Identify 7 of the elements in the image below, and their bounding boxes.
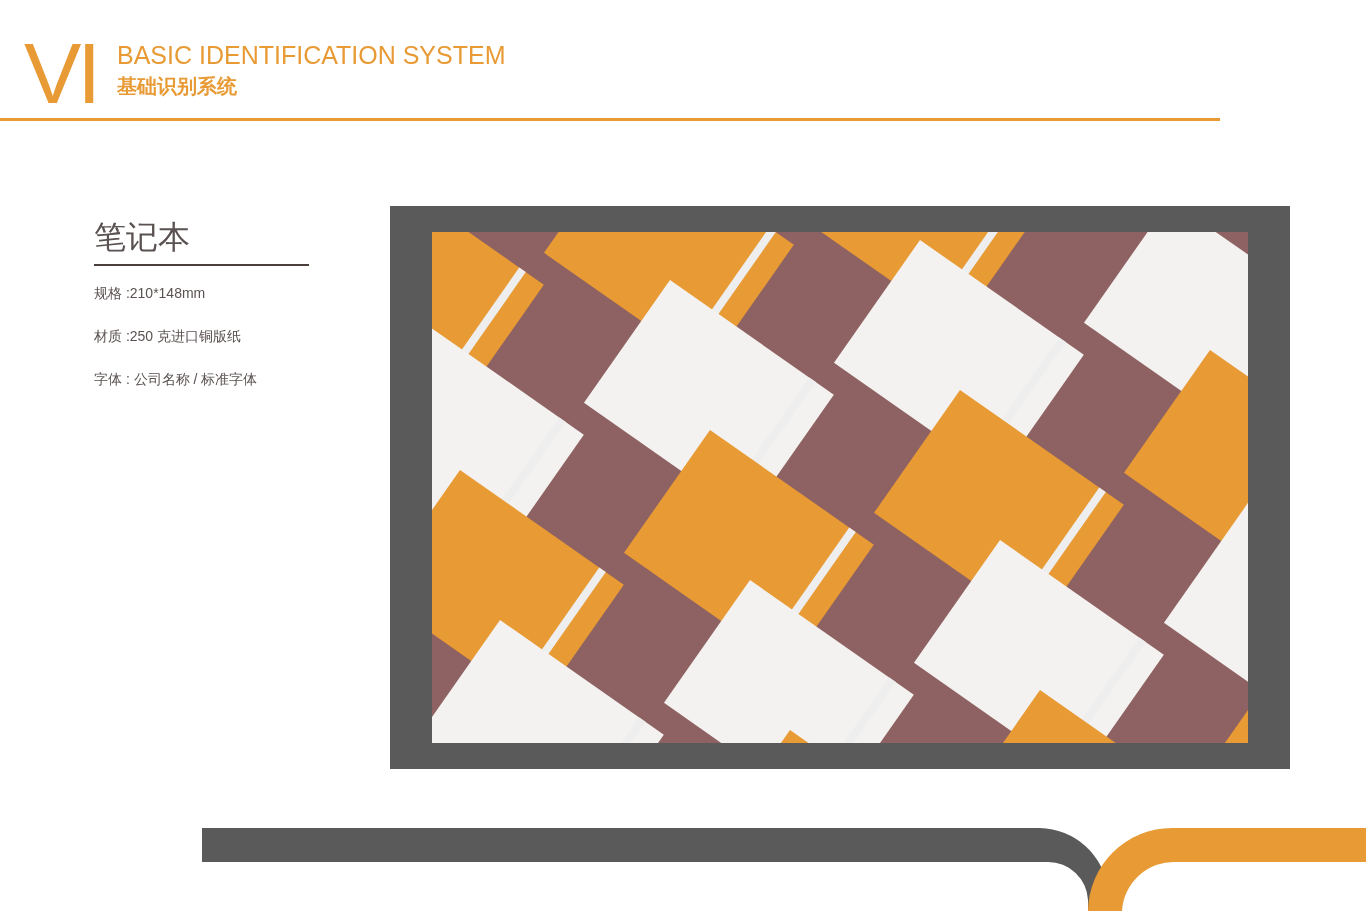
- header-title: BASIC IDENTIFICATION SYSTEM: [117, 42, 506, 70]
- section-title: 笔记本: [94, 220, 190, 256]
- vi-mark: VI: [24, 30, 98, 116]
- header-subtitle: 基础识别系统: [117, 75, 237, 97]
- spec-text: 字体 : 公司名称 / 标准字体: [94, 372, 258, 388]
- spec-text: 规格 :210*148mm: [94, 286, 206, 302]
- spec-text: 材质 :250 克进口铜版纸: [94, 329, 242, 345]
